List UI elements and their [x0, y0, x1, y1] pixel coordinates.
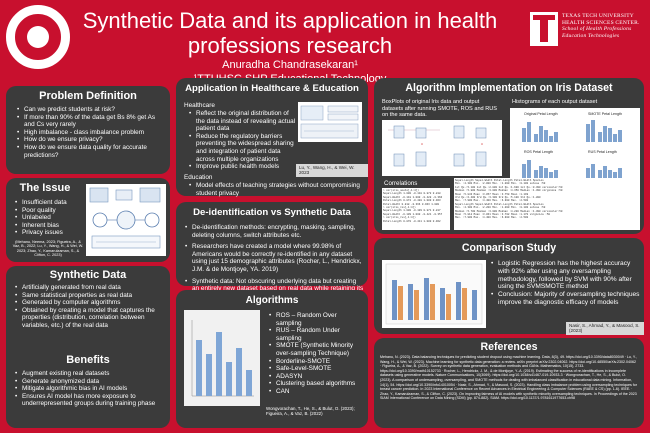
list-item: Safe-Level-SMOTE	[268, 365, 364, 373]
correlations-output: > cor(iris_smote[,1:4])Sepal.Length 1.00…	[382, 188, 450, 230]
issue-panel: The Issue Insufficient data Poor quality…	[6, 178, 170, 262]
list-item: Logistic Regression has the highest accu…	[490, 260, 640, 291]
synthetic-data-list: Artificially generated from real data Sa…	[14, 284, 166, 330]
deidentification-title: De-identification vs Synthetic Data	[193, 207, 351, 218]
list-item: ROS – Random Over sampling	[268, 312, 364, 327]
synthetic-data-panel: Synthetic Data Artificially generated fr…	[6, 266, 170, 428]
list-item: Borderline-SMOTE	[268, 358, 364, 366]
healthcare-list: Reflect the original distribution of the…	[188, 110, 296, 171]
list-item: Insufficient data	[14, 199, 84, 207]
issue-diagram-image	[86, 184, 166, 256]
comparison-panel: Comparison Study Logistic Regression has…	[374, 238, 644, 335]
comparison-citation: Nasir, S., Ahmad, Y., & Masood, S. (2023…	[566, 322, 644, 335]
boxplots-caption: BoxPlots of original Iris data and outpu…	[382, 99, 498, 119]
problem-definition-title: Problem Definition	[39, 90, 137, 102]
comparison-list: Logistic Regression has the highest accu…	[490, 260, 640, 307]
issue-citation: (Mehanu, Neema, 2023; Figueira, A., & Va…	[12, 240, 84, 257]
algorithms-chart-image	[184, 310, 260, 406]
list-item: Generated by computer algorithms	[14, 299, 166, 307]
list-item: Conclusion: Majority of oversampling tec…	[490, 291, 640, 307]
application-citation: Lu, Y., Wang, H., & Wei, W. 2023	[296, 164, 368, 177]
references-panel: References Mehanu, N. (2023). Data balan…	[374, 338, 644, 428]
list-item: Poor quality	[14, 207, 84, 215]
list-item: Model effects of teaching strategies wit…	[188, 182, 364, 197]
iris-panel: Algorithm Implementation on Iris Dataset…	[374, 78, 644, 234]
list-item: Clustering based algorithms	[268, 380, 364, 388]
algorithms-panel: Algorithms ROS – Random Over sampling RU…	[176, 290, 368, 428]
education-list: Model effects of teaching strategies wit…	[188, 182, 364, 197]
list-item: Augment existing real datasets	[14, 370, 166, 378]
list-item: How do we ensure privacy?	[16, 136, 166, 144]
references-text: Mehanu, N. (2023). Data balancing techni…	[380, 355, 637, 401]
hist-title-ros: ROS Petal Length	[524, 150, 553, 154]
list-item: ADASYN	[268, 373, 364, 381]
deidentification-list: De-identification methods: encrypting, m…	[184, 224, 364, 300]
histograms-image: Original Petal Length SMOTE Petal Length…	[510, 108, 640, 186]
list-item: Artificially generated from real data	[14, 284, 166, 292]
list-item: Ensures AI model has more exposure to un…	[14, 393, 166, 408]
double-t-logo	[530, 12, 558, 46]
application-panel: Application in Healthcare & Education He…	[176, 78, 368, 197]
deidentification-panel: De-identification vs Synthetic Data De-i…	[176, 202, 368, 300]
hist-title-smote: SMOTE Petal Length	[588, 112, 622, 116]
list-item: Reduce the regulatory barriers preventin…	[188, 133, 296, 163]
correlations-label: Correlations	[384, 180, 418, 187]
poster-author: Anuradha Chandrasekaran¹	[222, 59, 358, 71]
list-item: Unlabeled	[14, 214, 84, 222]
list-item: Obtained by creating a model that captur…	[14, 307, 166, 330]
list-item: How do we ensure data quality for accura…	[16, 144, 166, 159]
list-item: Mitigate algorithmic bias in AI models	[14, 385, 166, 393]
hist-title-original: Original Petal Length	[524, 112, 558, 116]
list-item: Generate anonymized data	[14, 378, 166, 386]
comparison-title: Comparison Study	[461, 242, 557, 254]
list-item: Can we predict students at risk?	[16, 106, 166, 114]
list-item: Researchers have created a model where 9…	[184, 243, 364, 273]
education-label: Education	[184, 174, 213, 181]
algorithms-title: Algorithms	[245, 295, 299, 306]
summaries-label: Summaries	[456, 170, 488, 177]
summaries-output: Sepal.Length Sepal.Width Petal.Length Pe…	[454, 178, 640, 230]
benefits-title: Benefits	[66, 354, 110, 366]
list-item: If more than 90% of the data get Bs 8% g…	[16, 114, 166, 129]
comparison-chart-image	[382, 260, 486, 328]
issue-list: Insufficient data Poor quality Unlabeled…	[14, 199, 84, 237]
problem-list: Can we predict students at risk? If more…	[16, 106, 166, 159]
issue-title: The Issue	[19, 182, 71, 194]
list-item: SMOTE (Synthetic Minority over-sampling …	[268, 342, 364, 357]
poster-title: Synthetic Data and its application in he…	[82, 8, 498, 58]
list-item: De-identification methods: encrypting, m…	[184, 224, 364, 239]
university-seal-logo	[6, 5, 70, 69]
references-title: References	[480, 341, 538, 353]
hist-title-rus: RUS Petal Length	[588, 150, 617, 154]
histograms-caption: Histograms of each output dataset	[512, 99, 598, 105]
list-item: Improve public health models	[188, 163, 296, 171]
list-item: RUS – Random Under sampling	[268, 327, 364, 342]
boxplots-image	[382, 120, 502, 176]
list-item: CAN	[268, 388, 364, 396]
synthetic-data-title: Synthetic Data	[49, 269, 127, 281]
list-item: Same statistical properties as real data	[14, 292, 166, 300]
algorithms-citation: Wongvorachan, T., He, S., & Bulut, O. (2…	[266, 406, 355, 417]
list-item: Privacy issues	[14, 229, 84, 237]
problem-definition-panel: Problem Definition Can we predict studen…	[6, 86, 170, 174]
algorithms-list: ROS – Random Over sampling RUS – Random …	[268, 312, 364, 396]
benefits-list: Augment existing real datasets Generate …	[14, 370, 166, 408]
list-item: Inherent bias	[14, 222, 84, 230]
list-item: Reflect the original distribution of the…	[188, 110, 296, 133]
application-title: Application in Healthcare & Education	[185, 83, 359, 94]
list-item: High imbalance - class imbalance problem	[16, 129, 166, 137]
iris-title: Algorithm Implementation on Iris Dataset	[405, 82, 613, 94]
application-image	[298, 102, 362, 142]
healthcare-label: Healthcare	[184, 102, 215, 109]
